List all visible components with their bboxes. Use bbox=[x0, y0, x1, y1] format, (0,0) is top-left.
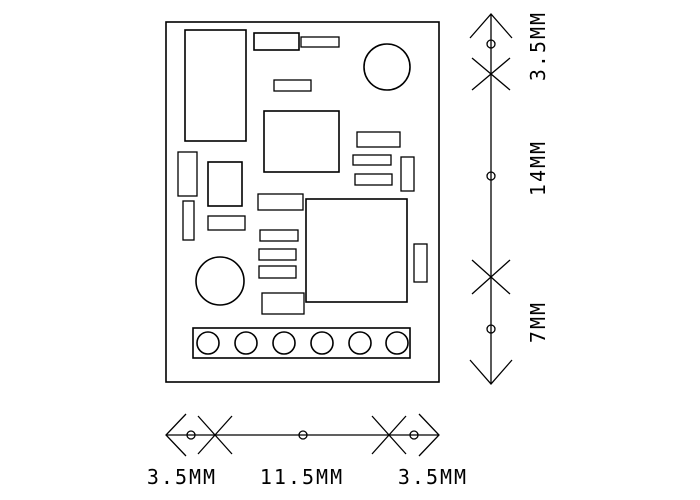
component-small-top-1 bbox=[253, 32, 300, 51]
dim-label-vertical-bottom: 7MM bbox=[526, 301, 550, 343]
component-resistor-7 bbox=[259, 229, 299, 242]
component-vertical-right-2 bbox=[413, 243, 428, 283]
component-chip-large bbox=[305, 198, 408, 303]
component-resistor-10 bbox=[261, 292, 305, 315]
component-chip-center bbox=[263, 110, 340, 173]
component-resistor-8 bbox=[258, 248, 297, 261]
pin-2 bbox=[234, 331, 258, 355]
component-resistor-1 bbox=[273, 79, 312, 92]
horizontal-dimension bbox=[165, 413, 440, 457]
component-vertical-left-1 bbox=[177, 151, 198, 197]
pin-6 bbox=[385, 331, 409, 355]
component-resistor-2 bbox=[356, 131, 401, 148]
component-vertical-left-2 bbox=[182, 200, 195, 241]
dim-label-horizontal-right: 3.5MM bbox=[398, 465, 468, 489]
dim-label-vertical-top: 3.5MM bbox=[526, 11, 550, 81]
component-capacitor-bottom bbox=[195, 256, 245, 306]
component-resistor-5 bbox=[207, 215, 246, 231]
component-resistor-9 bbox=[258, 265, 297, 279]
pin-1 bbox=[196, 331, 220, 355]
vertical-dimension bbox=[469, 13, 513, 385]
component-resistor-vertical-right bbox=[400, 156, 415, 192]
dim-label-horizontal-left: 3.5MM bbox=[147, 465, 217, 489]
component-capacitor-top bbox=[363, 43, 411, 91]
component-resistor-6 bbox=[257, 193, 304, 211]
pin-header bbox=[192, 327, 411, 359]
pin-3 bbox=[272, 331, 296, 355]
component-resistor-4 bbox=[354, 173, 393, 186]
dim-label-horizontal-mid: 11.5MM bbox=[260, 465, 344, 489]
component-large-block bbox=[184, 29, 247, 142]
board-outline bbox=[165, 21, 440, 383]
pin-5 bbox=[348, 331, 372, 355]
dim-label-vertical-mid: 14MM bbox=[526, 140, 550, 196]
component-small-top-2 bbox=[300, 36, 340, 48]
component-square-left bbox=[207, 161, 243, 207]
component-resistor-3 bbox=[352, 154, 392, 166]
pin-4 bbox=[310, 331, 334, 355]
